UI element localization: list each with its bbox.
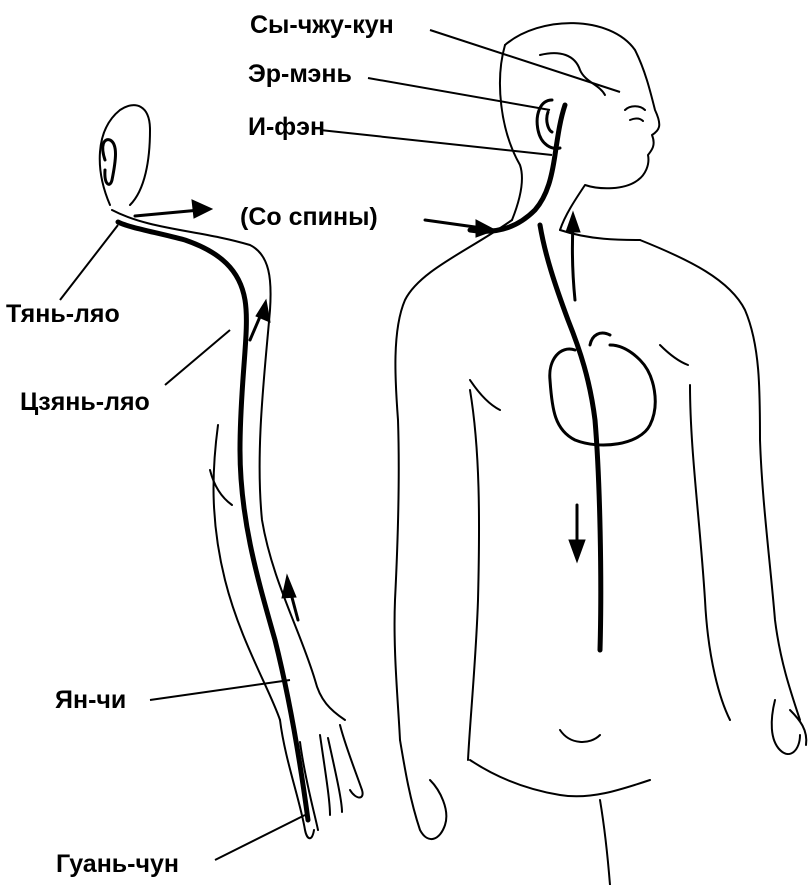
- label-yan-chi: Ян-чи: [55, 686, 126, 714]
- body-arrowhead-up: [566, 212, 580, 232]
- body-head-outline: [505, 23, 659, 230]
- body-hip-outline: [470, 730, 650, 885]
- label-er-men: Эр-мэнь: [248, 60, 352, 88]
- body-neck-outline: [500, 45, 640, 240]
- text-labels: Сы-чжу-кун Эр-мэнь И-фэн (Со спины) Тянь…: [6, 11, 394, 878]
- leader-yan-chi: [150, 680, 290, 700]
- label-so-spiny: (Со спины): [240, 203, 378, 231]
- left-arm-outer-outline: [112, 210, 345, 720]
- leader-i-fen: [320, 130, 552, 155]
- left-arm-arrowhead-lower: [282, 575, 296, 598]
- body-heart: [550, 333, 655, 445]
- left-arm-inner-outline: [214, 425, 280, 720]
- main-body-figure: [395, 23, 807, 885]
- body-neck-rising-line: [572, 225, 575, 300]
- left-arm-arrowhead-right: [192, 200, 212, 218]
- label-guan-chun: Гуань-чун: [56, 850, 179, 878]
- label-tszyan-lyao: Цзянь-ляо: [20, 388, 150, 416]
- label-si-zhu-kun: Сы-чжу-кун: [250, 11, 394, 39]
- left-arm-shoulder-outline: [100, 105, 150, 205]
- left-figure-ear: [103, 140, 116, 185]
- label-tyan-lyao: Тянь-ляо: [6, 300, 120, 328]
- body-left-hand: [400, 740, 446, 839]
- body-arrowhead-down: [569, 540, 585, 562]
- body-meridian-neck-line: [470, 105, 565, 231]
- body-hair-outline: [540, 53, 605, 95]
- body-right-hand: [772, 700, 807, 754]
- leader-lines: [60, 30, 620, 860]
- left-arm-meridian-line: [118, 222, 308, 820]
- label-i-fen: И-фэн: [248, 113, 325, 141]
- body-arrow-shoulder-line: [425, 220, 482, 228]
- leader-si-zhu-kun: [430, 30, 620, 92]
- leader-tyan-lyao: [60, 225, 118, 300]
- leader-er-men: [368, 78, 550, 110]
- body-eye: [625, 106, 645, 121]
- body-arrowhead-shoulder: [476, 220, 495, 237]
- leader-guan-chun: [215, 815, 305, 860]
- left-arm-arrow-right: [135, 210, 200, 216]
- leader-tszyan-lyao: [165, 330, 230, 385]
